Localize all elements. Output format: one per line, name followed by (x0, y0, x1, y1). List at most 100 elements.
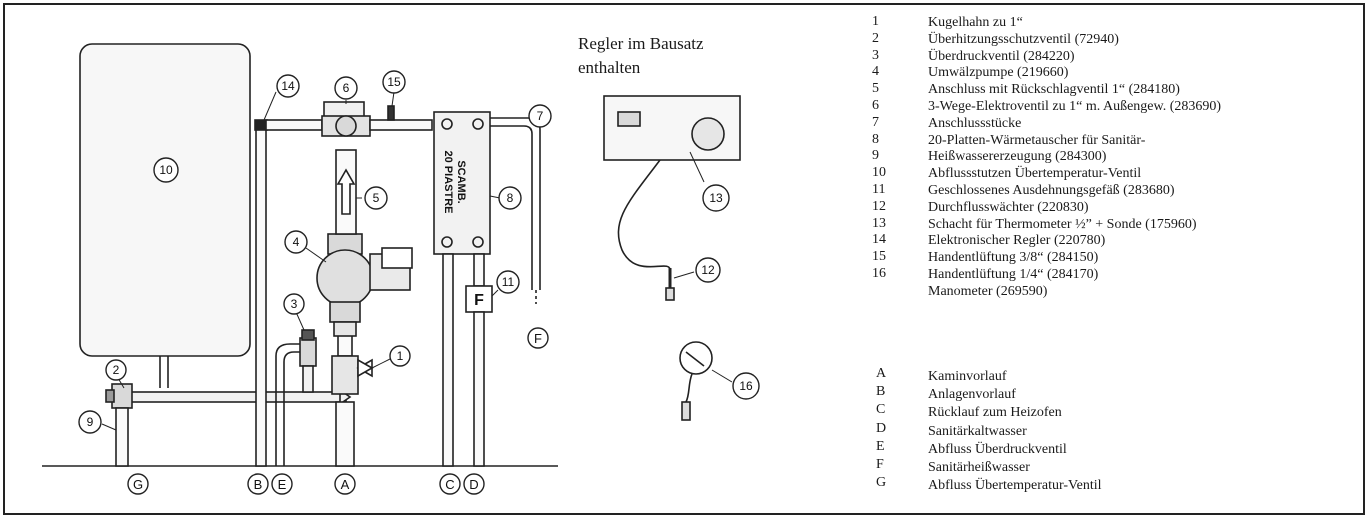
legend-text: Anschluss mit Rückschlagventil 1“ (28418… (928, 82, 1180, 98)
pump-lower-nut (329, 301, 361, 323)
legend-num: 11 (872, 181, 886, 197)
pipe-b (255, 121, 267, 467)
legend-text: Abflussstutzen Übertemperatur-Ventil (928, 166, 1142, 182)
callout-16-circle (732, 372, 760, 400)
legend-text: Handentlüftung 1/4“ (284170) (928, 266, 1099, 282)
legend-num: 9 (872, 148, 879, 164)
conn-f: F (534, 331, 542, 346)
regler-note-line1: Regler im Bausatz (578, 34, 704, 53)
conn-c: C (445, 477, 454, 492)
legend-num: 4 (872, 64, 879, 80)
legend-letter-text: Sanitärkaltwasser (928, 423, 1027, 439)
legend-num: 8 (872, 131, 879, 147)
callout-16: 16 (739, 379, 753, 393)
legend-text: Überhitzungsschutzventil (72940) (928, 31, 1119, 47)
legend-text: Anschlussstücke (928, 115, 1022, 131)
legend-text: Durchflusswächter (220830) (928, 199, 1089, 215)
pipe-e-inner (283, 351, 306, 466)
legend-text: Kugelhahn zu 1“ (928, 15, 1023, 30)
three-way-valve-out (369, 119, 433, 131)
callout-7: 7 (537, 109, 544, 123)
diagram-frame (3, 3, 1365, 515)
exchanger-label-2: 20 PIASTRE (442, 151, 454, 214)
pressure-relief-valve (299, 337, 317, 367)
manometer-capillary (685, 373, 693, 403)
leader-11 (491, 289, 499, 297)
hx-port-bl (441, 236, 453, 248)
legend-num: 10 (872, 165, 886, 181)
exchanger-label-1: SCAMB. (455, 160, 467, 203)
regler-note-line2: enthalten (578, 58, 641, 77)
legend-letter: A (876, 366, 887, 381)
pipe-a (335, 401, 355, 467)
conn-b-circle (247, 473, 269, 495)
pipe-d-lower (473, 311, 485, 467)
controller-knob (691, 117, 725, 151)
legend-num: 2 (872, 30, 879, 46)
flow-arrow-up (336, 168, 356, 215)
leader-14 (263, 91, 277, 121)
legend-text: Handentlüftung 3/8“ (284150) (928, 250, 1099, 266)
callout-14: 14 (281, 79, 295, 93)
legend-letter-text: Abfluss Überdruckventil (928, 441, 1067, 457)
manometer-bulb (681, 401, 691, 421)
callout-10: 10 (159, 163, 173, 177)
bottom-pipe (129, 391, 347, 403)
callout-12: 12 (701, 263, 715, 277)
ball-valve-body (331, 355, 359, 395)
legend-text: Geschlossenes Ausdehnungsgefäß (283680) (928, 182, 1175, 198)
callout-1: 1 (397, 349, 404, 363)
callout-6-circle (334, 76, 358, 100)
conn-d-circle (463, 473, 485, 495)
leader-4 (305, 247, 327, 263)
hx-port-tl (441, 118, 453, 130)
callout-7-circle (528, 104, 552, 128)
callout-3: 3 (291, 297, 298, 311)
leader-12 (673, 271, 695, 279)
ball-valve-handle-2 (357, 358, 374, 378)
callout-13: 13 (709, 191, 723, 205)
leader-13 (689, 151, 705, 183)
pump-lower-nut-2 (333, 321, 357, 337)
leader-15 (391, 91, 395, 107)
legend-letter: F (876, 456, 884, 472)
leader-1 (371, 357, 393, 369)
callout-15-circle (382, 70, 406, 94)
legend-num: 15 (872, 249, 886, 265)
legend-letter-text: Kaminvorlauf (928, 369, 1007, 384)
callout-6: 6 (343, 81, 350, 95)
plate-heat-exchanger (433, 111, 491, 255)
legend-letter: E (876, 438, 885, 454)
callout-13-circle (702, 184, 730, 212)
legend-letter: G (876, 475, 887, 491)
conn-g: G (133, 477, 143, 492)
callout-4: 4 (293, 235, 300, 249)
expansion-vessel (79, 43, 251, 357)
pipe-d-upper (473, 253, 485, 287)
legend-num: 16 (872, 265, 886, 281)
pressure-relief-cap (301, 329, 315, 341)
callout-10-circle (153, 157, 179, 183)
legend-text: Manometer (269590) (928, 283, 1048, 299)
legend-text: Elektronischer Regler (220780) (928, 233, 1106, 249)
legend-num: 6 (872, 97, 879, 113)
controller-cable (617, 159, 671, 271)
callout-1-circle (389, 345, 411, 367)
overheat-valve (111, 383, 133, 409)
callout-5: 5 (373, 191, 380, 205)
callout-3-circle (283, 293, 305, 315)
conn-a: A (341, 477, 350, 492)
legend-num: 12 (872, 198, 886, 214)
legend-num: 13 (872, 215, 886, 231)
legend-letter-text: Rücklauf zum Heizofen (928, 405, 1062, 421)
leader-3 (295, 311, 305, 331)
conn-e: E (278, 477, 287, 492)
pressure-relief-stem (302, 365, 314, 393)
legend-text: 20-Platten-Wärmetauscher für Sanitär- (928, 132, 1146, 148)
legend-text: 3-Wege-Elektroventil zu 1“ m. Außengew. … (928, 98, 1222, 114)
legend-letter-text: Abfluss Übertemperatur-Ventil (928, 478, 1102, 494)
callout-12-circle (695, 257, 721, 283)
drain-pipe-g (115, 407, 129, 467)
legend-num: 1 (872, 14, 879, 29)
